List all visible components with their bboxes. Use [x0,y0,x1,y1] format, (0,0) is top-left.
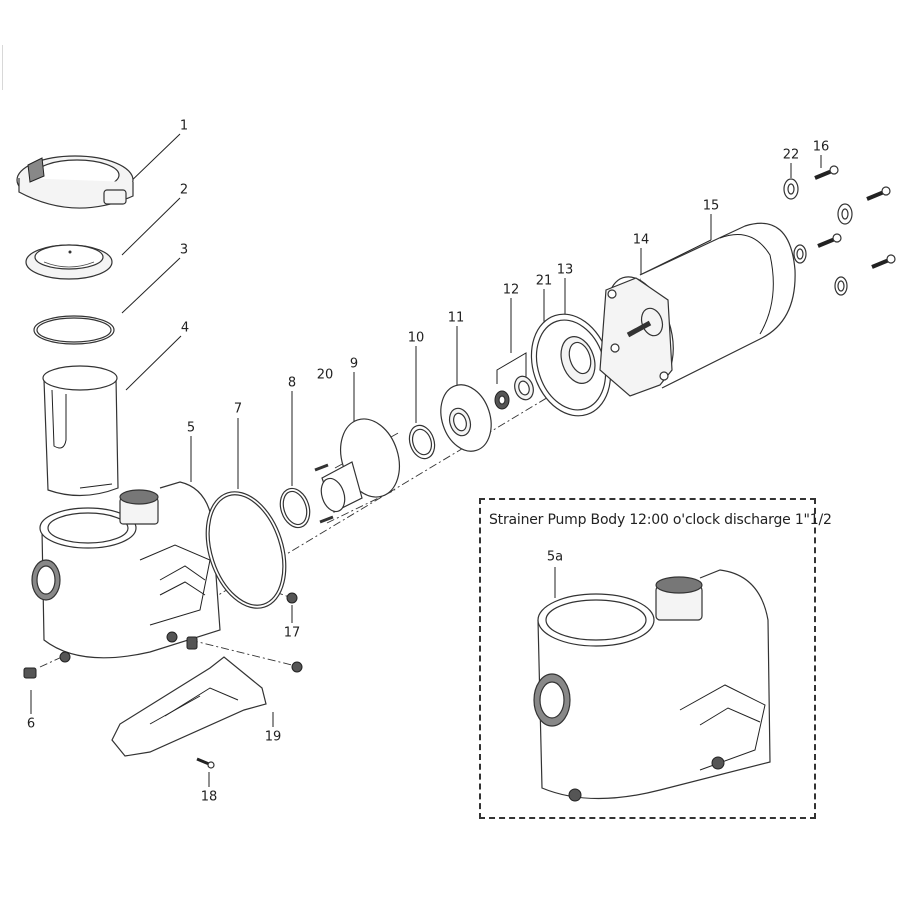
part-10-wear-ring [408,424,436,460]
callout-2: 2 [179,182,189,198]
part-8-o-ring [279,487,311,529]
callout-1: 1 [179,118,189,134]
part-5-pump-body [31,481,221,663]
part-14-motor-shaft [626,307,664,338]
callout-18: 18 [200,789,218,805]
part-2-lid [25,244,113,280]
part-16-bolts [814,165,896,269]
part-20-screws [314,463,334,524]
callout-4: 4 [180,320,190,336]
callout-13: 13 [556,262,574,278]
callout-19: 19 [264,729,282,745]
callout-11: 11 [447,310,465,326]
callout-7: 7 [233,401,243,417]
callout-9: 9 [349,356,359,372]
part-19-bracket [111,656,267,757]
part-13-seal-plate [530,313,612,417]
part-15-motor [599,222,796,397]
callout-5: 5 [186,420,196,436]
part-7-gasket [205,491,287,609]
callout-17: 17 [283,625,301,641]
part-11-impeller [440,384,492,452]
part-5a-pump-body-alt [533,569,771,802]
callout-16: 16 [812,139,830,155]
callout-15: 15 [702,198,720,214]
part-3-o-ring [33,315,115,345]
callout-5a: 5a [546,549,564,565]
part-4-basket [42,365,119,497]
callout-21: 21 [535,273,553,289]
callout-3: 3 [179,242,189,258]
part-1-lid-ring [16,155,134,209]
callout-14: 14 [632,232,650,248]
part-6-drain-plug [23,636,198,679]
callout-8: 8 [287,375,297,391]
alternate-body-inset: Strainer Pump Body 12:00 o'clock dischar… [479,498,832,819]
callout-10: 10 [407,330,425,346]
callout-20: 20 [316,367,334,383]
part-12-shaft-seal [494,375,534,410]
callout-12: 12 [502,282,520,298]
callout-6: 6 [26,716,36,732]
edge-mark [2,45,3,90]
part-17-nuts [286,592,303,673]
part-9-diffuser [320,418,400,513]
part-18-screw [196,757,215,769]
inset-title: Strainer Pump Body 12:00 o'clock dischar… [489,512,832,528]
callout-22: 22 [782,147,800,163]
part-22-washers [783,178,853,296]
